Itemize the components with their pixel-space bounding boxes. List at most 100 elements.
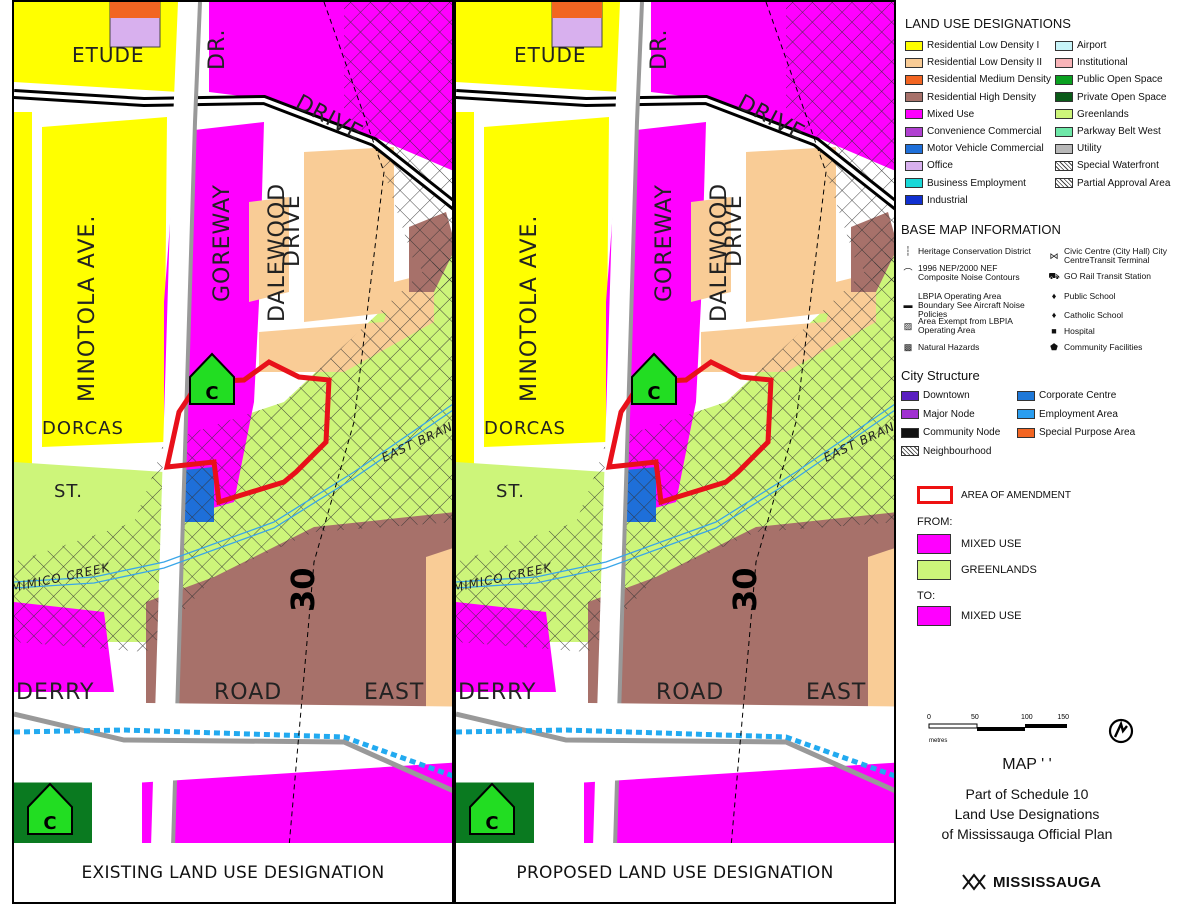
proposed-caption-text: PROPOSED LAND USE DESIGNATION xyxy=(516,862,834,883)
land-use-title: LAND USE DESIGNATIONS xyxy=(905,16,1071,31)
city-structure-right-item-0: Corporate Centre xyxy=(1017,390,1116,401)
land-use-left-item-2: Residential Medium Density xyxy=(905,74,1051,85)
land-use-right-label-5: Parkway Belt West xyxy=(1077,126,1161,137)
city-structure-title: City Structure xyxy=(901,368,980,383)
proposed-drive-low-density xyxy=(746,147,836,322)
base-map-right-item-5: ⬟Community Facilities xyxy=(1047,343,1177,352)
svg-text:C: C xyxy=(647,383,660,404)
land-use-right-swatch-1 xyxy=(1055,57,1073,68)
proposed-goreway-road xyxy=(593,2,642,843)
proposed-area-of-amendment xyxy=(605,359,774,506)
existing-caption: EXISTING LAND USE DESIGNATION xyxy=(12,843,454,904)
base-map-left-label-0: Heritage Conservation District xyxy=(918,246,1031,256)
base-map-left-label-2: LBPIA Operating Area Boundary See Aircra… xyxy=(918,291,1025,319)
city-structure-left-label-1: Major Node xyxy=(923,408,975,420)
land-use-right-item-7: Special Waterfront xyxy=(1055,160,1159,171)
land-use-right-item-4: Greenlands xyxy=(1055,109,1129,120)
land-use-right-swatch-8 xyxy=(1055,178,1073,189)
base-map-right-icon-4: ■ xyxy=(1051,326,1057,336)
land-use-right-swatch-7 xyxy=(1055,160,1073,171)
existing-street-label-7: DORCAS xyxy=(42,418,124,439)
land-use-right-item-8: Partial Approval Area xyxy=(1055,178,1170,189)
base-map-right-label-2: Public School xyxy=(1064,291,1116,301)
land-use-right-swatch-5 xyxy=(1055,126,1073,137)
map-subtitle-1: Land Use Designations xyxy=(954,806,1100,822)
proposed-street-label-11: DERRY xyxy=(458,680,536,705)
land-use-left-label-4: Mixed Use xyxy=(927,108,975,120)
base-map-right-icon-2: ♦ xyxy=(1051,291,1057,301)
land-use-left-swatch-1 xyxy=(905,57,923,68)
land-use-left-swatch-2 xyxy=(905,74,923,85)
existing-medium-density-parcel xyxy=(110,2,160,18)
proposed-street-label-6: DRIVE xyxy=(722,194,747,267)
to-label: TO: xyxy=(917,590,936,602)
city-structure-right-swatch-1 xyxy=(1017,409,1035,419)
base-map-right-label-0: Civic Centre (City Hall) City CentreTran… xyxy=(1064,246,1167,265)
land-use-right-swatch-6 xyxy=(1055,143,1073,154)
land-use-right-label-4: Greenlands xyxy=(1077,108,1129,120)
proposed-derry-edge xyxy=(456,711,894,793)
land-use-left-label-6: Motor Vehicle Commercial xyxy=(927,143,1044,155)
land-use-left-item-4: Mixed Use xyxy=(905,109,974,120)
existing-street-label-3: MINOTOLA AVE. xyxy=(75,215,100,402)
proposed-mimico-creek xyxy=(456,403,894,583)
scale-unit: metres xyxy=(929,738,947,744)
existing-street-label-6: DRIVE xyxy=(280,194,305,267)
mississauga-logo-icon xyxy=(962,873,986,891)
proposed-hatch-natural-hazards xyxy=(456,243,894,652)
land-use-left-label-1: Residential Low Density II xyxy=(927,57,1043,69)
base-map-left-item-4: ▩Natural Hazards xyxy=(901,343,1038,352)
city-structure-right-item-2: Special Purpose Area xyxy=(1017,427,1135,438)
proposed-community-facility-icon-south: C xyxy=(469,782,515,835)
existing-street-label-8: ST. xyxy=(54,481,83,502)
existing-derry-edge xyxy=(14,711,452,793)
proposed-mixed-use-south xyxy=(584,762,894,843)
existing-noise-contour-label: 30 xyxy=(284,567,322,612)
land-use-right-label-8: Partial Approval Area xyxy=(1077,177,1171,189)
existing-street-label-1: DR. xyxy=(205,29,230,70)
land-use-left-swatch-4 xyxy=(905,109,923,120)
proposed-high-density-south xyxy=(588,512,894,707)
existing-transit-dotted-line xyxy=(14,727,452,779)
city-structure-right-swatch-0 xyxy=(1017,390,1035,401)
existing-dalewood-low-density xyxy=(249,197,289,302)
map-subtitle-2: of Mississauga Official Plan xyxy=(941,826,1113,842)
existing-high-density-south xyxy=(146,512,452,707)
proposed-street-label-1: DR. xyxy=(647,29,672,70)
proposed-mimico-creek-2 xyxy=(456,409,894,589)
base-map-left-icon-3: ▨ xyxy=(903,320,913,331)
proposed-parcel-tan xyxy=(701,272,876,372)
land-use-left-swatch-5 xyxy=(905,126,923,137)
scale-tick-3: 150 xyxy=(1057,714,1069,721)
base-map-right-icon-3: ♦ xyxy=(1051,310,1057,320)
svg-text:C: C xyxy=(43,813,56,834)
land-use-left-item-0: Residential Low Density I xyxy=(905,40,1039,51)
land-use-left-label-5: Convenience Commercial xyxy=(927,126,1042,137)
proposed-street-label-8: ST. xyxy=(496,481,525,502)
logo-text: MISSISSAUGA xyxy=(993,873,1102,891)
land-use-left-swatch-9 xyxy=(905,195,923,206)
existing-drive-low-density xyxy=(304,147,394,322)
from-label: FROM: xyxy=(917,516,953,528)
existing-parcel-tan xyxy=(259,272,434,372)
existing-noise-contour xyxy=(288,2,385,843)
land-use-right-swatch-4 xyxy=(1055,109,1073,120)
existing-street-label-4: GOREWAY xyxy=(210,184,235,302)
city-structure-left-item-3: Neighbourhood xyxy=(901,446,991,457)
land-use-left-item-3: Residential High Density xyxy=(905,92,1036,103)
base-map-left-icon-0: ┆ xyxy=(905,246,911,256)
map-subtitle-0: Part of Schedule 10 xyxy=(965,786,1089,802)
base-map-left-label-4: Natural Hazards xyxy=(918,342,980,352)
existing-street-label-12: ROAD xyxy=(214,680,282,705)
existing-goreway-road xyxy=(151,2,200,843)
land-use-right-item-0: Airport xyxy=(1055,40,1106,51)
existing-street-label-0: ETUDE xyxy=(72,43,145,67)
base-map-left-item-1: ⌒1996 NEP/2000 NEF Composite Noise Conto… xyxy=(901,264,1038,282)
city-structure-left-label-2: Community Node xyxy=(923,427,1001,438)
existing-residential-tan-east xyxy=(426,548,452,707)
scale-tick-1: 50 xyxy=(971,714,979,721)
land-use-right-label-0: Airport xyxy=(1077,40,1107,51)
